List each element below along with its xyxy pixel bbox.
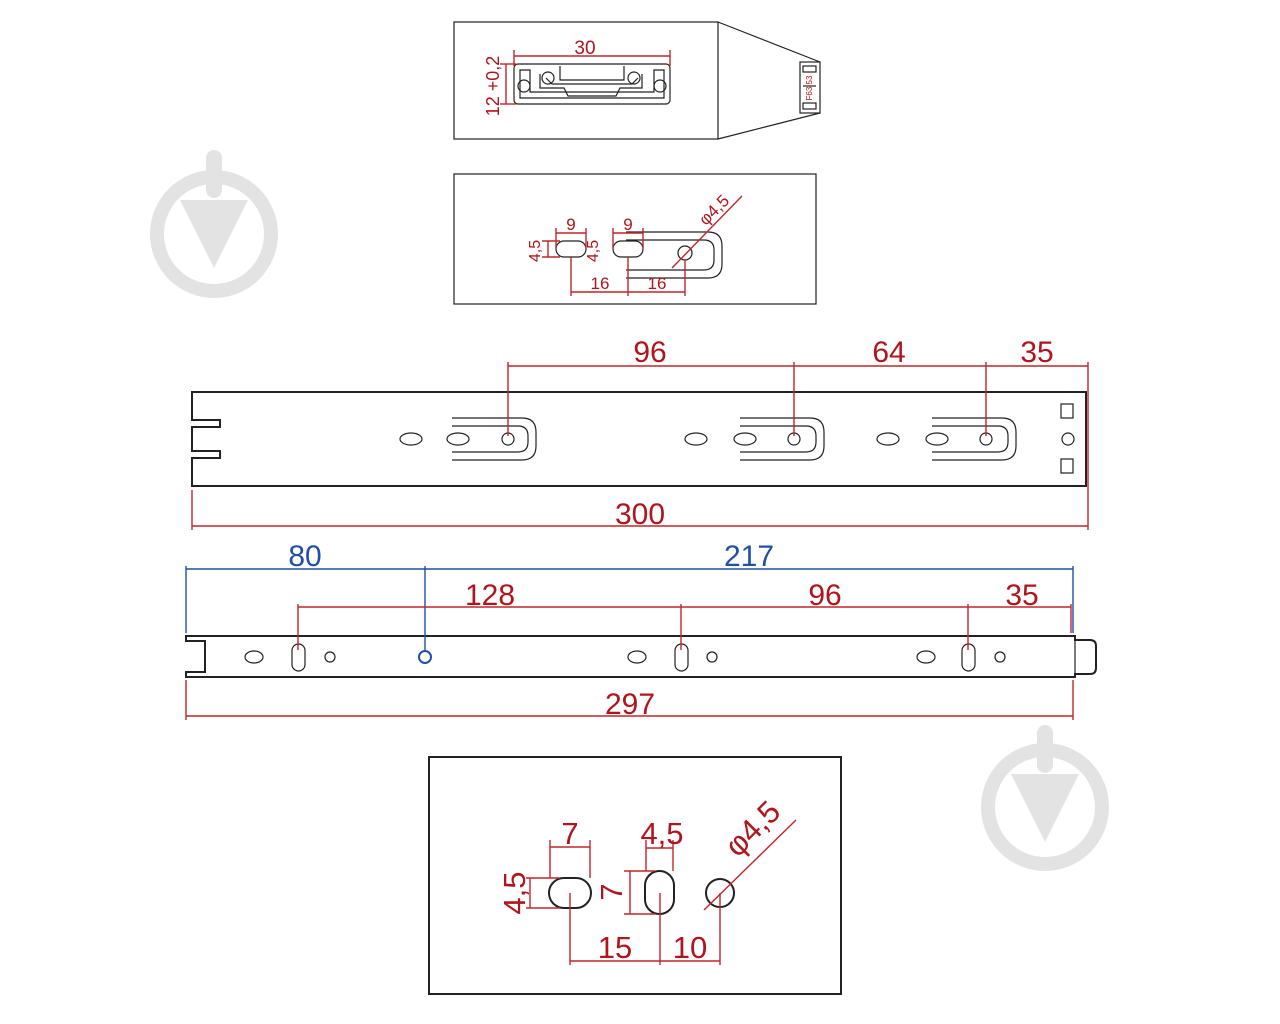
- profile-width-dimension: 30: [574, 38, 595, 59]
- end-detail-view: 9 9 4,5 4,5 φ4,5 16 16: [453, 173, 817, 305]
- slot-height-mid-dimension: 4,5: [585, 240, 602, 262]
- inner-rail-dim-80: 80: [288, 540, 321, 573]
- profile-side-label: F63 53: [805, 75, 814, 100]
- hole-detail-diameter-dimension: φ4,5: [718, 794, 787, 863]
- outer-rail-dim-64: 64: [872, 336, 905, 369]
- hole-spacing-right-dimension: 10: [673, 930, 707, 965]
- inner-rail-length: 297: [605, 688, 655, 721]
- inner-rail-dim-35: 35: [1005, 579, 1038, 612]
- inner-rail-dim-96: 96: [808, 579, 841, 612]
- end-hole-diameter-dimension: φ4,5: [695, 191, 733, 229]
- end-spacing-left-dimension: 16: [591, 274, 610, 293]
- slot-width-right-dimension: 9: [623, 215, 632, 234]
- slot-height-left-dimension: 4,5: [527, 240, 544, 262]
- inner-rail-view: 80 217 128 96 35 297: [185, 540, 1097, 721]
- profile-view: F63 53 30 12 +0,2: [453, 21, 821, 140]
- hole-slot-width-dimension: 7: [561, 816, 578, 851]
- watermark-logo-icon: [981, 725, 1109, 871]
- hole-detail-view: 7 4,5 4,5 7 φ4,5 15 10: [428, 756, 842, 995]
- outer-rail-view: 96 64 35 300: [191, 336, 1089, 531]
- outer-rail-length: 300: [615, 498, 665, 531]
- watermark-logo-icon: [150, 150, 278, 298]
- hole-spacing-left-dimension: 15: [598, 930, 632, 965]
- inner-rail-dim-128: 128: [465, 579, 515, 612]
- inner-rail-dim-217: 217: [724, 540, 774, 573]
- hole-vslot-height-dimension: 7: [594, 883, 629, 900]
- hole-vslot-width-dimension: 4,5: [640, 816, 683, 851]
- slot-width-left-dimension: 9: [566, 215, 575, 234]
- rail-profile-section: [513, 63, 671, 105]
- inner-rail-blue-hole: [418, 650, 432, 664]
- outer-rail-dim-35: 35: [1020, 336, 1053, 369]
- profile-height-dimension: 12 +0,2: [483, 56, 503, 117]
- end-spacing-right-dimension: 16: [648, 274, 667, 293]
- outer-rail-dim-96: 96: [633, 336, 666, 369]
- hole-slot-height-dimension: 4,5: [497, 871, 532, 914]
